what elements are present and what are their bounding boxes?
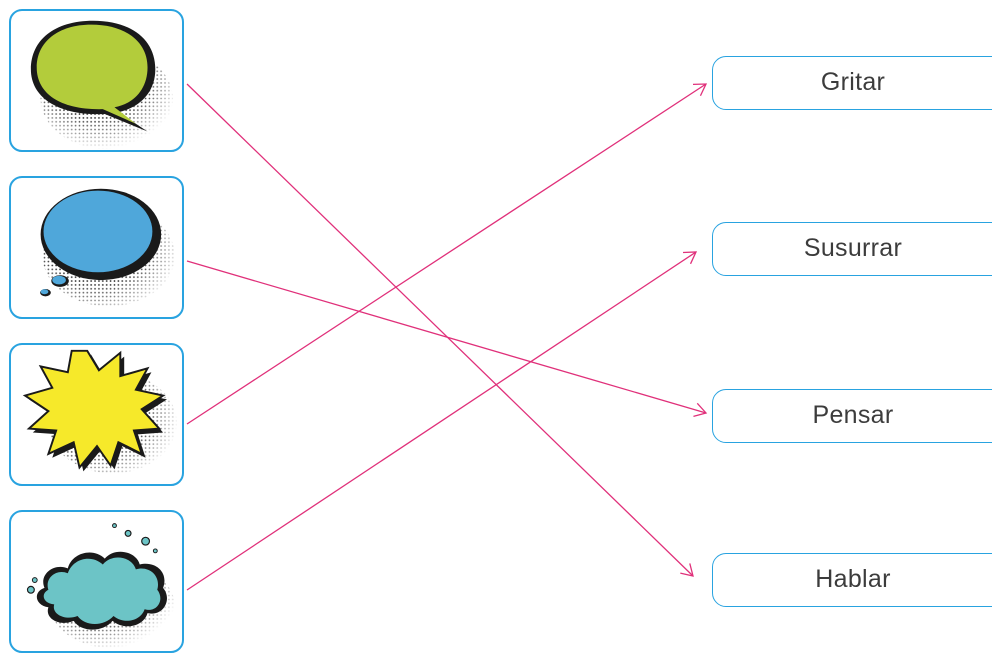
label-text: Gritar: [820, 68, 886, 96]
bubble-tile-shout[interactable]: [9, 343, 184, 486]
connector-line: [186, 251, 697, 591]
bubble-tile-thought[interactable]: [9, 176, 184, 319]
label-text: Pensar: [812, 401, 894, 429]
bubble-tile-whisper[interactable]: [9, 510, 184, 653]
label-box-pensar[interactable]: Pensar: [712, 389, 992, 443]
arrowhead-icon: [692, 83, 708, 97]
label-box-susurrar[interactable]: Susurrar: [712, 222, 992, 276]
connector-line: [186, 83, 694, 577]
whisper-bubble-icon: [26, 523, 175, 649]
arrowhead-icon: [680, 563, 694, 577]
speech-bubble-icon: [30, 20, 173, 150]
thought-bubble-icon: [40, 188, 175, 307]
shout-bubble-icon: [22, 349, 177, 474]
connector-line: [186, 260, 707, 414]
label-text: Hablar: [815, 565, 891, 593]
label-text: Susurrar: [803, 234, 903, 262]
arrowhead-icon: [693, 402, 708, 418]
connector-line: [186, 83, 707, 425]
arrowhead-icon: [682, 251, 698, 265]
label-box-gritar[interactable]: Gritar: [712, 56, 992, 110]
label-box-hablar[interactable]: Hablar: [712, 553, 992, 607]
bubble-tile-speech[interactable]: [9, 9, 184, 152]
